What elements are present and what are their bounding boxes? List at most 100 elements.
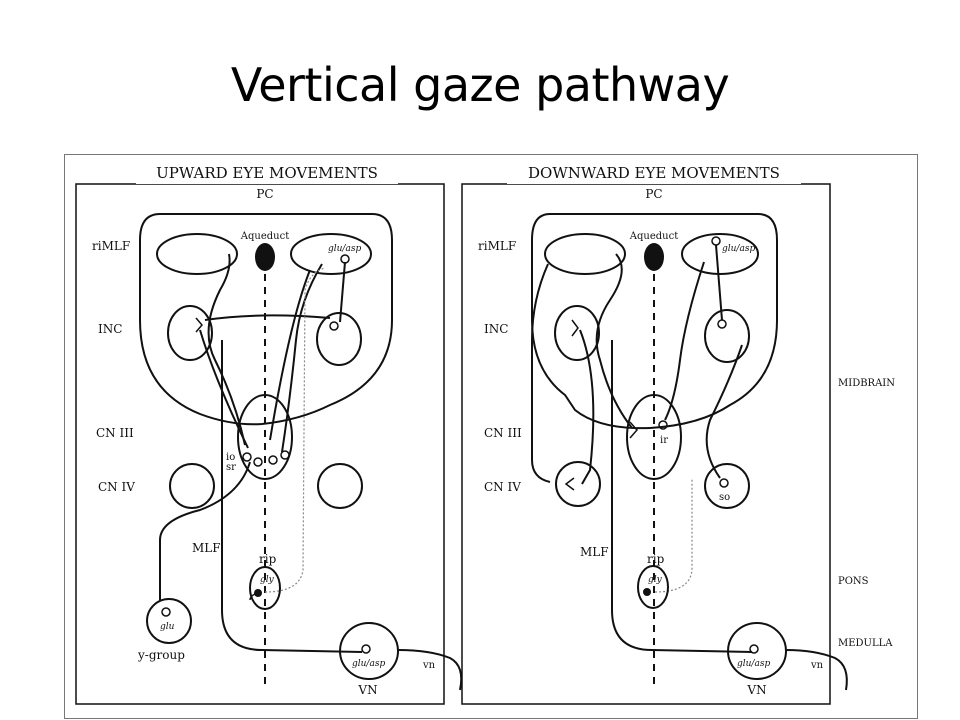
downward-rimlf-label: riMLF — [478, 239, 516, 253]
region-midbrain-label: MIDBRAIN — [838, 378, 895, 389]
upward-mlf-label: MLF — [192, 541, 221, 555]
downward-cn3-label: CN III — [484, 426, 522, 440]
downward-vn-label: VN — [746, 683, 766, 697]
upward-rimlf-label: riMLF — [92, 239, 130, 253]
downward-rip-cell — [643, 588, 651, 596]
upward-fiber-rimlf-right-inc — [339, 261, 346, 323]
upward-fiber-mlf — [221, 340, 363, 653]
figure-frame — [64, 154, 918, 719]
upward-vn-fiber-label: vn — [422, 660, 436, 671]
downward-so-label: so — [719, 492, 730, 503]
upward-pc-label: PC — [256, 187, 273, 201]
downward-vn-inner-label: glu/asp — [737, 659, 770, 669]
upward-glu-label: glu — [160, 622, 175, 632]
upward-gluasp-label: glu/asp — [328, 244, 361, 254]
upward-cn4-right — [317, 463, 363, 509]
upward-motoneuron-3 — [268, 455, 278, 465]
downward-panel: DOWNWARD EYE MOVEMENTS PC riMLF glu/asp … — [461, 162, 848, 705]
upward-fiber-ygroup — [159, 461, 251, 600]
upward-rip-nucleus — [249, 566, 281, 610]
upward-vn-cell — [361, 644, 371, 654]
upward-vn-nucleus — [339, 622, 399, 680]
region-pons-label: PONS — [838, 576, 869, 587]
upward-cn3-nucleus — [237, 394, 293, 480]
upward-inc-cell — [329, 321, 339, 331]
upward-inc-left — [167, 305, 213, 361]
upward-motoneuron-2 — [253, 457, 263, 467]
downward-cn3-nucleus — [626, 394, 682, 480]
downward-fiber-mlf — [611, 340, 753, 653]
upward-rimlf-left — [156, 233, 238, 275]
downward-cn3-synapse — [629, 421, 638, 439]
upward-io-label: io — [226, 452, 235, 463]
downward-fiber-rimlf-left-cn4 — [595, 253, 633, 429]
downward-gly-label: gly — [648, 575, 663, 585]
upward-rip-label: rip — [259, 552, 277, 566]
downward-aqueduct-shape — [644, 243, 664, 271]
upward-cn4-left — [169, 463, 215, 509]
downward-mlf-label: MLF — [580, 545, 609, 559]
downward-inc-right — [704, 309, 750, 363]
downward-vn-nucleus — [727, 622, 787, 680]
upward-fiber-vn-out — [397, 649, 463, 691]
downward-ir-cell — [658, 420, 668, 430]
downward-vn-cell — [749, 644, 759, 654]
downward-rimlf-right — [681, 233, 759, 275]
downward-so-cell — [719, 478, 729, 488]
downward-fiber-rimlf-right-inc — [715, 244, 723, 321]
upward-gly-label: gly — [260, 575, 275, 585]
upward-aqueduct-label: Aqueduct — [240, 231, 289, 242]
upward-motoneuron-4 — [280, 450, 290, 460]
upward-cn4-label: CN IV — [98, 480, 135, 494]
downward-ir-label: ir — [660, 435, 668, 446]
upward-cn3-label: CN III — [96, 426, 134, 440]
downward-fiber-inc-so — [705, 344, 743, 479]
downward-rimlf-left — [544, 233, 626, 275]
upward-vn-inner-label: glu/asp — [352, 659, 385, 669]
upward-fiber-inc-cn3 — [199, 329, 249, 449]
downward-inc-label: INC — [484, 322, 508, 336]
slide-title: Vertical gaze pathway — [230, 58, 730, 112]
upward-header: UPWARD EYE MOVEMENTS — [156, 164, 378, 182]
upward-motoneuron-1 — [242, 452, 252, 462]
upward-ygroup-label: y-group — [137, 648, 185, 662]
downward-gluasp-label: glu/asp — [722, 244, 755, 254]
downward-fiber-rimlf-right-ir — [664, 261, 705, 421]
upward-ygroup-cell — [161, 607, 171, 617]
upward-midbrain-outline — [139, 213, 393, 426]
upward-inc-right — [316, 312, 362, 366]
downward-inc-left — [554, 305, 600, 361]
upward-sr-label: sr — [226, 462, 236, 473]
upward-fiber-rimlf-right-down — [281, 263, 323, 453]
downward-fiber-vn-out — [785, 649, 848, 691]
downward-cn4-left — [555, 461, 601, 507]
upward-panel: UPWARD EYE MOVEMENTS PC riMLF glu/asp Aq… — [75, 162, 463, 705]
upward-rip-cell — [254, 589, 262, 597]
downward-inc-cell — [717, 319, 727, 329]
downward-header: DOWNWARD EYE MOVEMENTS — [528, 164, 780, 182]
upward-fiber-inc-cross — [204, 314, 331, 321]
downward-aqueduct-label: Aqueduct — [629, 231, 678, 242]
upward-ygroup-nucleus — [146, 598, 192, 644]
downward-cn4-right — [704, 463, 750, 509]
downward-pc-label: PC — [645, 187, 662, 201]
upward-rimlf-right — [290, 233, 372, 275]
downward-inc-synapse — [571, 319, 579, 337]
upward-fiber-rip-dotted — [264, 267, 326, 593]
downward-rimlf-cell — [711, 236, 721, 246]
downward-fiber-cn4 — [579, 329, 595, 485]
downward-fiber-left-arc — [531, 263, 551, 483]
downward-cn4-label: CN IV — [484, 480, 521, 494]
downward-rip-nucleus — [637, 565, 669, 609]
upward-fiber-rimlf-left-cn3 — [207, 253, 246, 446]
upward-inc-label: INC — [98, 322, 122, 336]
downward-rip-label: rip — [647, 552, 665, 566]
upward-fiber-cross — [269, 269, 311, 441]
upward-vn-label: VN — [357, 683, 377, 697]
upward-inc-synapse — [195, 317, 203, 333]
region-medulla-label: MEDULLA — [838, 638, 893, 649]
downward-midbrain-outline — [531, 213, 778, 430]
downward-cn4-synapse — [564, 477, 575, 491]
upward-aqueduct-shape — [255, 243, 275, 271]
